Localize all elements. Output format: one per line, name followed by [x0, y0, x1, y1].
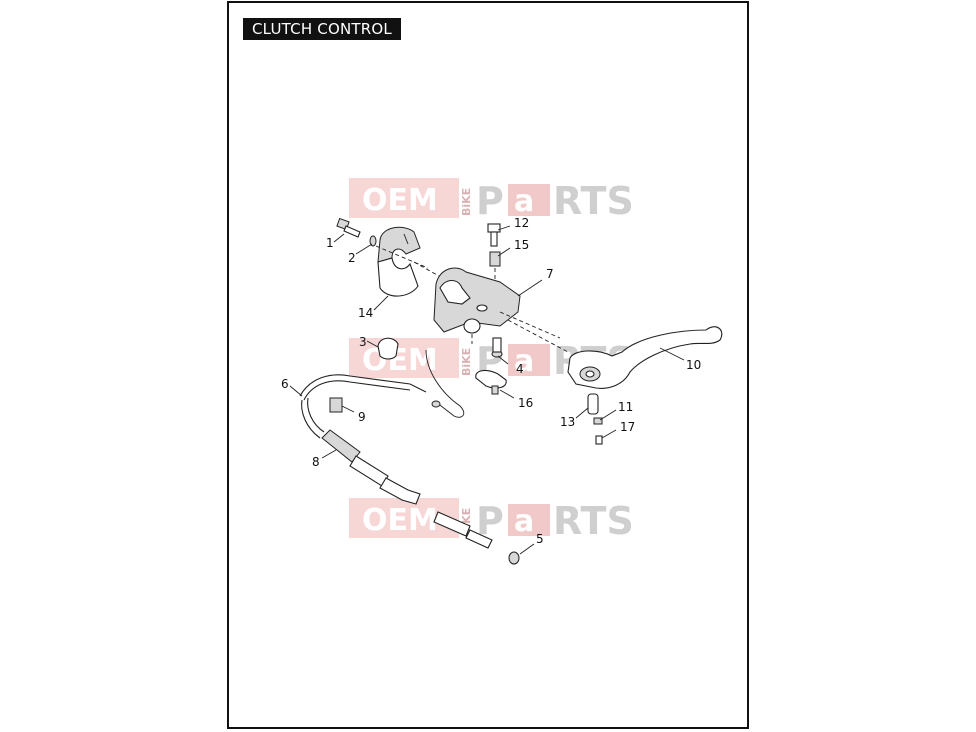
diagram-frame [227, 1, 749, 729]
part-bolt-12 [487, 223, 501, 247]
part-screw-17 [595, 435, 603, 445]
part-housing-7 [433, 267, 521, 334]
callout-17: 17 [620, 420, 635, 434]
callout-13-placeholder: 15 [514, 238, 529, 252]
leader-lines [289, 225, 685, 555]
part-clip-9 [329, 397, 343, 413]
watermark-oem: OEM [362, 343, 438, 378]
watermark-a: a [514, 504, 534, 539]
page-title: CLUTCH CONTROL [243, 18, 401, 40]
part-adjuster-8 [321, 429, 421, 505]
watermark-bike: BiKE [460, 348, 473, 376]
watermark-a: a [514, 344, 534, 379]
callout-1: 1 [326, 236, 334, 250]
watermark-oem: OEM [362, 503, 438, 538]
callout-14: 14 [358, 306, 373, 320]
part-pivot-4 [491, 337, 503, 358]
part-cable-end [433, 511, 493, 549]
callout-7: 7 [546, 267, 554, 281]
callout-3: 3 [359, 335, 367, 349]
part-clamp-14 [377, 226, 421, 297]
callout-16: 16 [518, 396, 533, 410]
part-ferrule-15 [489, 251, 501, 267]
callout-10: 10 [686, 358, 701, 372]
callout-6: 6 [281, 377, 289, 391]
callout-9: 9 [358, 410, 366, 424]
watermark-rts: RTS [553, 179, 634, 223]
part-cable-6 [299, 374, 427, 439]
part-pin-13 [587, 393, 599, 415]
callout-11: 11 [618, 400, 633, 414]
watermark-bike: BiKE [460, 188, 473, 216]
watermark-top: OEM BiKE P a RTS [349, 178, 634, 223]
part-nut-5 [508, 551, 520, 565]
callout-12: 12 [514, 216, 529, 230]
part-screw-1 [336, 217, 361, 238]
callout-2: 2 [348, 251, 356, 265]
part-clip-11 [593, 417, 603, 425]
watermark-oem: OEM [362, 183, 438, 218]
callout-8: 8 [312, 455, 320, 469]
part-washer-2 [369, 235, 377, 247]
part-bracket-16 [475, 369, 507, 395]
part-switch-wire-3 [377, 337, 465, 418]
watermark-a: a [514, 184, 534, 219]
watermark-rts: RTS [553, 499, 634, 543]
callout-4: 4 [516, 362, 524, 376]
watermark-bottom: OEM BiKE P a RTS [349, 498, 634, 543]
watermark-p: P [476, 179, 504, 223]
callout-13: 13 [560, 415, 575, 429]
part-lever-10 [567, 326, 723, 389]
callout-5: 5 [536, 532, 544, 546]
